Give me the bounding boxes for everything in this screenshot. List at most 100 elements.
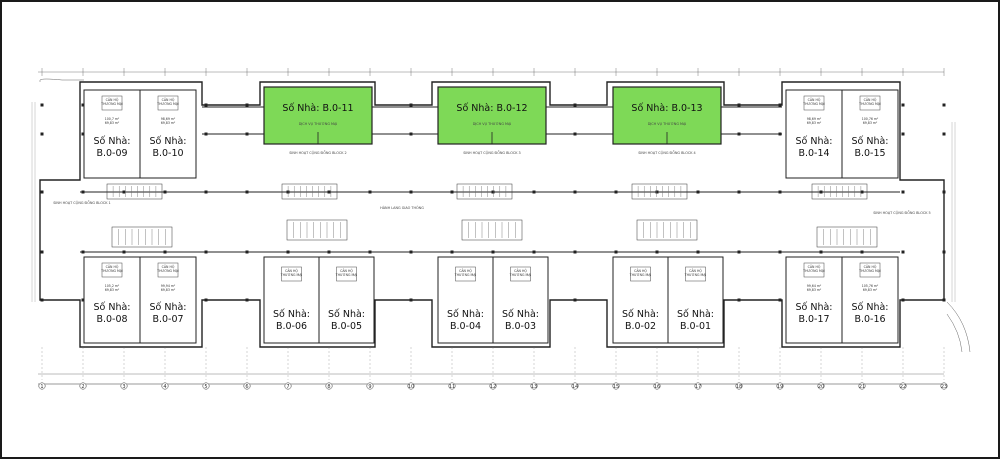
unit-label: Số Nhà: xyxy=(447,309,484,320)
column xyxy=(778,190,782,194)
axis-bubble xyxy=(571,382,579,390)
unit-area: 100,7 m² xyxy=(105,117,120,121)
site-curve-right xyxy=(946,301,971,353)
unit-tag: THƯƠNG MẠI xyxy=(858,102,881,106)
column xyxy=(696,250,700,254)
unit-label: Số Nhà: xyxy=(149,302,186,313)
community-caption: SINH HOẠT CỘNG ĐỒNG BLOCK 3 xyxy=(463,150,520,155)
unit-sublabel: DỊCH VỤ THƯƠNG MẠI xyxy=(473,122,512,126)
column xyxy=(901,250,905,254)
column xyxy=(122,190,126,194)
unit-tag: THƯƠNG MẠI xyxy=(454,273,477,277)
column xyxy=(122,250,126,254)
unit-tag: CĂN HỘ xyxy=(808,97,821,102)
unit-label: Số Nhà: xyxy=(851,136,888,147)
site-edge-right xyxy=(951,122,956,302)
corridor-note: SINH HOẠT CỘNG ĐỒNG BLOCK 1 xyxy=(53,200,110,205)
unit-label: Số Nhà: xyxy=(851,302,888,313)
axis-label: 22 xyxy=(900,384,906,390)
unit-label: B.0-16 xyxy=(854,314,885,325)
column xyxy=(942,250,946,254)
axis-bubble xyxy=(612,382,620,390)
core-box xyxy=(461,219,523,241)
column xyxy=(40,132,44,136)
unit-area: 100,76 m² xyxy=(862,117,879,121)
unit-area: 98,69 m² xyxy=(161,117,176,121)
unit-tag: THƯƠNG MẠI xyxy=(629,273,652,277)
unit-tag: CĂN HỘ xyxy=(106,97,119,102)
unit-sublabel: DỊCH VỤ THƯƠNG MẠI xyxy=(648,122,687,126)
column xyxy=(245,190,249,194)
column xyxy=(286,250,290,254)
unit-tag-box xyxy=(101,95,123,111)
axis-bubble xyxy=(407,382,415,390)
axis-bubble xyxy=(202,382,210,390)
unit-tag-box xyxy=(859,95,881,111)
unit-area: 69,83 m² xyxy=(161,121,176,125)
axis-label: 4 xyxy=(163,384,166,390)
stair-core xyxy=(456,183,513,200)
axis-bubble xyxy=(79,382,87,390)
unit-label: B.0-10 xyxy=(152,148,183,159)
unit-area: 105,76 m² xyxy=(862,284,879,288)
unit-label: Số Nhà: xyxy=(149,136,186,147)
site-edge-left xyxy=(31,102,36,302)
column xyxy=(40,250,44,254)
column xyxy=(40,190,44,194)
unit-tag-box xyxy=(336,266,357,282)
column xyxy=(901,298,905,302)
unit-tag: THƯƠNG MẠI xyxy=(156,269,179,273)
unit-area: 69,83 m² xyxy=(807,121,822,125)
column xyxy=(327,190,331,194)
stair-core xyxy=(281,183,338,200)
column xyxy=(40,298,44,302)
axis-label: 17 xyxy=(695,384,701,390)
axis-bubble xyxy=(776,382,784,390)
axis-label: 7 xyxy=(286,384,289,390)
column xyxy=(245,132,249,136)
column xyxy=(491,250,495,254)
axis-bubble xyxy=(940,382,948,390)
axis-bubble xyxy=(120,382,128,390)
unit-label: Số Nhà: xyxy=(677,309,714,320)
axis-label: 23 xyxy=(941,384,947,390)
column xyxy=(409,298,413,302)
unit-label: Số Nhà: B.0-13 xyxy=(631,103,702,114)
axis-label: 11 xyxy=(449,384,455,390)
column xyxy=(942,298,946,302)
unit-area: 69,83 m² xyxy=(105,121,120,125)
column xyxy=(163,250,167,254)
axis-label: 5 xyxy=(204,384,207,390)
unit-tag: THƯƠNG MẠI xyxy=(858,269,881,273)
column xyxy=(409,190,413,194)
axis-label: 10 xyxy=(408,384,414,390)
column xyxy=(327,250,331,254)
unit-tag: THƯƠNG MẠI xyxy=(802,269,825,273)
unit-label: Số Nhà: B.0-11 xyxy=(282,103,353,114)
unit-tag: THƯƠNG MẠI xyxy=(684,273,707,277)
axis-label: 15 xyxy=(613,384,619,390)
column xyxy=(655,250,659,254)
unit-tag: CĂN HỘ xyxy=(634,268,647,273)
unit-tag: CĂN HỘ xyxy=(808,264,821,269)
unit-tag: CĂN HỘ xyxy=(285,268,298,273)
column xyxy=(573,298,577,302)
corridor-note: SINH HOẠT CỘNG ĐỒNG BLOCK 5 xyxy=(873,210,930,215)
unit-area: 105,2 m² xyxy=(105,284,120,288)
unit-label: B.0-02 xyxy=(625,321,656,332)
stair-core xyxy=(816,226,878,248)
unit-tag: CĂN HỘ xyxy=(340,268,353,273)
unit-label: Số Nhà: xyxy=(795,302,832,313)
column xyxy=(532,190,536,194)
unit-tag: THƯƠNG MẠI xyxy=(100,269,123,273)
core-box xyxy=(456,183,513,200)
axis-label: 8 xyxy=(327,384,330,390)
axis-bubble xyxy=(161,382,169,390)
unit-sublabel: DỊCH VỤ THƯƠNG MẠI xyxy=(299,122,338,126)
